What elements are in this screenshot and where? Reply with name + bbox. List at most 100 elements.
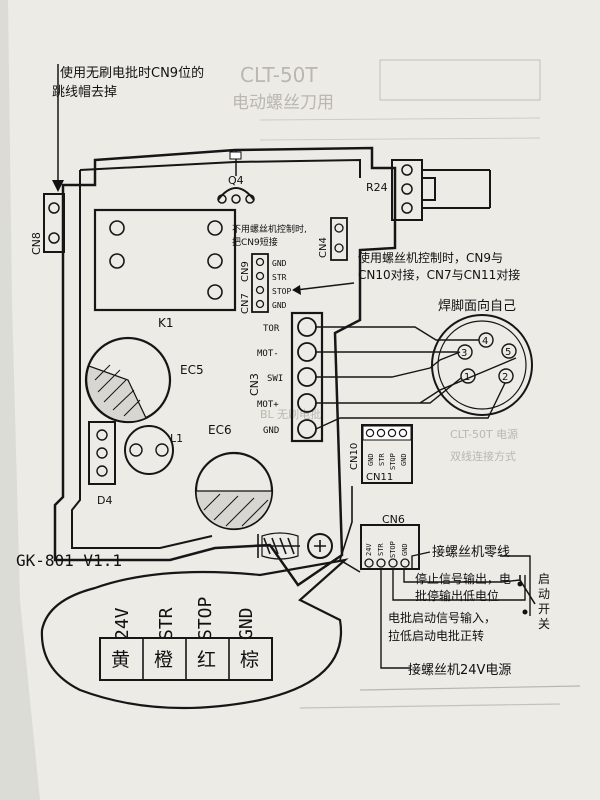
aviation-pin-label-4: 4 — [482, 336, 488, 347]
cn10-cn11-pin — [387, 428, 397, 438]
cn11-label: CN11 — [366, 472, 393, 483]
cn10-cn11-block — [361, 424, 413, 484]
ec5-polarity-fill — [86, 365, 147, 423]
cn3-pin-label-gnd: GND — [263, 426, 279, 436]
cn6-label: CN6 — [382, 513, 405, 526]
legend-callout-bubble — [40, 558, 349, 710]
aviation-pin-label-3: 3 — [461, 348, 467, 359]
background-line-2: CLT-50T 电源 — [450, 427, 518, 441]
aviation-connector-inner — [437, 320, 527, 410]
neutral-line-note: 接螺丝机零线 — [432, 544, 510, 560]
cn10-label: CN10 — [349, 443, 360, 470]
q4-pin — [245, 194, 255, 204]
start-switch-contact — [517, 581, 523, 587]
background-print: CLT-50T 电动螺丝刀用 BL 无刷电批 CLT-50T 电源 双线连接方式 — [232, 59, 541, 463]
legend-signal-gnd: GND — [236, 607, 257, 640]
board-inner-track — [71, 158, 361, 549]
board-model: GK-801 V1.1 — [16, 551, 122, 570]
q4-pin — [231, 194, 241, 204]
background-line-3: 双线连接方式 — [450, 449, 516, 463]
cn9-pin-label-stop: STOP — [272, 287, 291, 296]
l1-inductor — [124, 425, 174, 475]
ec6-label: EC6 — [208, 423, 232, 437]
cn8-pin — [48, 232, 60, 244]
cn10-cn11-pin — [398, 428, 408, 438]
cn3-pin-label-tor: TOR — [263, 324, 280, 334]
top-note-line-1: 使用无刷电批时CN9位的 — [60, 65, 204, 81]
cn4-pin — [334, 243, 344, 253]
q4-marker — [229, 151, 242, 160]
q4-pin — [217, 194, 227, 204]
wire-gnd — [315, 382, 506, 430]
wire-tor — [316, 326, 479, 341]
cn4-label: CN4 — [318, 237, 329, 258]
cn10-cn11-pin — [365, 428, 375, 438]
aviation-pin-label-2: 2 — [502, 372, 508, 383]
aviation-pin-2 — [498, 368, 514, 384]
cn7-label: CN7 — [240, 293, 251, 314]
d4-pin — [96, 465, 108, 477]
start-switch-label-3: 开 — [538, 602, 550, 616]
l1-label: L1 — [170, 432, 183, 445]
cn8-pin — [48, 202, 60, 214]
cn9-header — [251, 253, 269, 313]
k1-pin — [207, 220, 223, 236]
cn9-note-line-1: 不用螺丝机控制时, — [232, 223, 307, 235]
legend-color-brown: 棕 — [240, 649, 259, 671]
r24-pin — [401, 183, 413, 195]
d4-pin — [96, 429, 108, 441]
aviation-pin-5 — [501, 343, 517, 359]
start-switch-contact-2 — [522, 609, 528, 615]
stop-output-note-line-1: 停止信号输出，电 — [415, 571, 511, 586]
screw-head-slot — [314, 540, 326, 552]
q4-transistor — [217, 187, 255, 201]
cn9-pin — [255, 285, 265, 295]
cn10-cn11-header-band — [362, 425, 412, 441]
l1-pin — [155, 443, 169, 457]
cn10-cn11-pin — [376, 428, 386, 438]
cn10-pin-label-gnd-2: GND — [400, 453, 408, 466]
d4-connector — [88, 421, 116, 485]
screw-control-note-line-2: CN10对接，CN7与CN11对接 — [358, 267, 520, 282]
start-switch-label-4: 关 — [538, 617, 550, 631]
d4-label: D4 — [97, 494, 112, 507]
power-24v-note: 接螺丝机24V电源 — [408, 662, 511, 678]
screw-body — [257, 534, 300, 558]
screw-outline — [261, 532, 299, 560]
r24-label: R24 — [366, 181, 388, 194]
ec6-hatching — [203, 493, 269, 527]
cn9-pin — [255, 257, 265, 267]
cn6-connector — [360, 524, 420, 570]
start-input-note-line-1: 电批启动信号输入， — [388, 610, 496, 625]
cn3-pin-label-mot-minus: MOT- — [257, 349, 279, 359]
screw-head — [307, 533, 333, 559]
background-title: CLT-50T — [240, 63, 318, 87]
cn6-pin — [364, 558, 374, 568]
k1-relay — [93, 208, 237, 312]
wire-neutral — [411, 551, 431, 568]
r24-pin — [401, 202, 413, 214]
k1-pin — [207, 284, 223, 300]
cn6-pin — [400, 558, 410, 568]
k1-pin — [109, 253, 125, 269]
legend-color-orange: 橙 — [154, 649, 173, 671]
wire-mot-plus — [316, 377, 462, 404]
screw-control-arrow — [295, 282, 355, 291]
start-input-note-line-2: 拉低启动电批正转 — [388, 628, 484, 643]
cn3-label: CN3 — [248, 373, 261, 396]
cn6-pin — [376, 558, 386, 568]
legend-color-red: 红 — [197, 649, 216, 671]
aviation-connector — [431, 314, 533, 416]
wire-stop-out — [403, 568, 521, 583]
cn4-connector — [330, 217, 348, 261]
cn10-cn6-link — [339, 486, 361, 573]
cn8-connector — [43, 193, 65, 253]
aviation-pin-label-1: 1 — [464, 372, 470, 383]
start-switch-label-1: 启 — [538, 572, 550, 586]
legend-signal-stop: STOP — [195, 596, 216, 640]
cn6-pin-label-str: STR — [377, 543, 385, 556]
top-note-line-2: 跳线帽去掉 — [52, 84, 117, 100]
background-line-1: BL 无刷电批 — [260, 407, 321, 421]
cn6-pin-label-gnd: GND — [401, 543, 409, 556]
